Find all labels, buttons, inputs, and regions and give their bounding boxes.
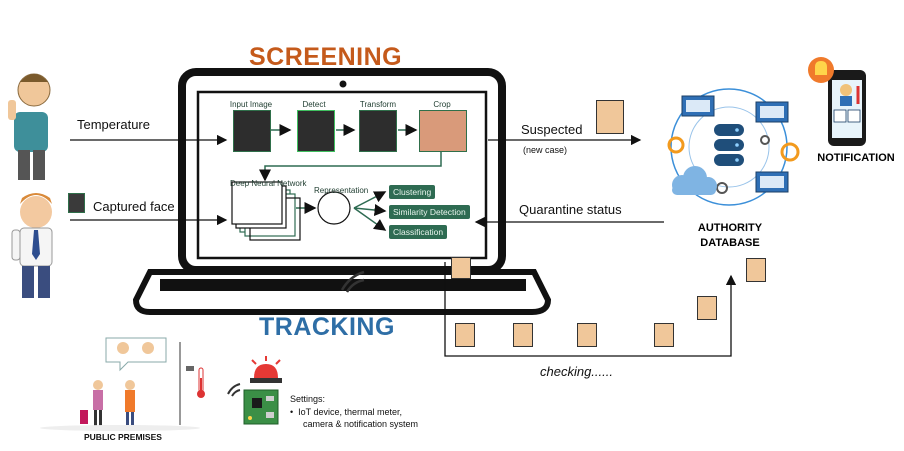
network-label: Deep Neural Network	[230, 179, 307, 188]
wifi-icon	[340, 270, 365, 293]
tracking-face-6	[697, 296, 717, 320]
step-detect: Detect	[302, 100, 326, 109]
authority-label-line2: DATABASE	[700, 237, 760, 249]
pipeline-connectors	[259, 124, 442, 231]
flow-arrows	[70, 134, 737, 357]
crop-face	[419, 110, 467, 152]
representation-label: Representation	[314, 186, 369, 195]
tracking-face-1	[451, 257, 471, 279]
face-thumbnail-icon	[68, 193, 85, 213]
suspected-label: Suspected	[521, 122, 583, 137]
checking-label: checking......	[540, 364, 613, 379]
task-classification: Classification	[389, 225, 448, 239]
tracking-face-7	[746, 258, 766, 282]
authority-label-line1: AUTHORITY	[697, 222, 763, 234]
thermometer-icon	[197, 367, 205, 398]
screening-title: SCREENING	[249, 43, 403, 71]
neural-network-stack	[231, 181, 301, 241]
public-premises-label: PUBLIC PREMISES	[84, 432, 162, 442]
tracking-face-2	[455, 323, 475, 347]
detect-face	[297, 110, 335, 152]
settings-line2: camera & notification system	[303, 419, 419, 429]
step-transform: Transform	[359, 100, 397, 109]
alarm-siren-icon	[227, 356, 282, 397]
step-crop: Crop	[433, 100, 451, 109]
tracking-face-5	[654, 323, 674, 347]
step-input-image: Input Image	[229, 100, 273, 109]
transform-face	[359, 110, 397, 152]
settings-line1-text: IoT device, thermal meter,	[298, 407, 403, 417]
notification-label: NOTIFICATION	[817, 152, 895, 164]
representation-circle	[317, 191, 351, 225]
tracking-face-4	[577, 323, 597, 347]
database-icon	[667, 88, 800, 206]
camera-icon	[186, 366, 194, 371]
tracking-face-3	[513, 323, 533, 347]
input-image-face	[233, 110, 271, 152]
person-suit-icon	[11, 193, 53, 298]
quarantine-status-label: Quarantine status	[519, 202, 622, 217]
cloud-icon	[672, 166, 717, 195]
settings-line1: • IoT device, thermal meter,	[290, 407, 403, 417]
circuit-board-icon	[243, 389, 279, 425]
temperature-label: Temperature	[77, 117, 150, 132]
captured-face-label: Captured face	[93, 199, 175, 214]
public-premises-scene	[40, 337, 200, 431]
task-clustering: Clustering	[389, 185, 436, 199]
tracking-title: TRACKING	[259, 313, 395, 341]
bell-icon	[808, 57, 834, 83]
person-thermometer-icon	[8, 73, 51, 180]
task-similarity-detection: Similarity Detection	[389, 205, 470, 219]
new-case-label: (new case)	[523, 145, 568, 155]
settings-title: Settings:	[290, 394, 326, 404]
phone-notification-icon	[828, 70, 866, 146]
suspect-face-thumbnail	[596, 100, 624, 134]
